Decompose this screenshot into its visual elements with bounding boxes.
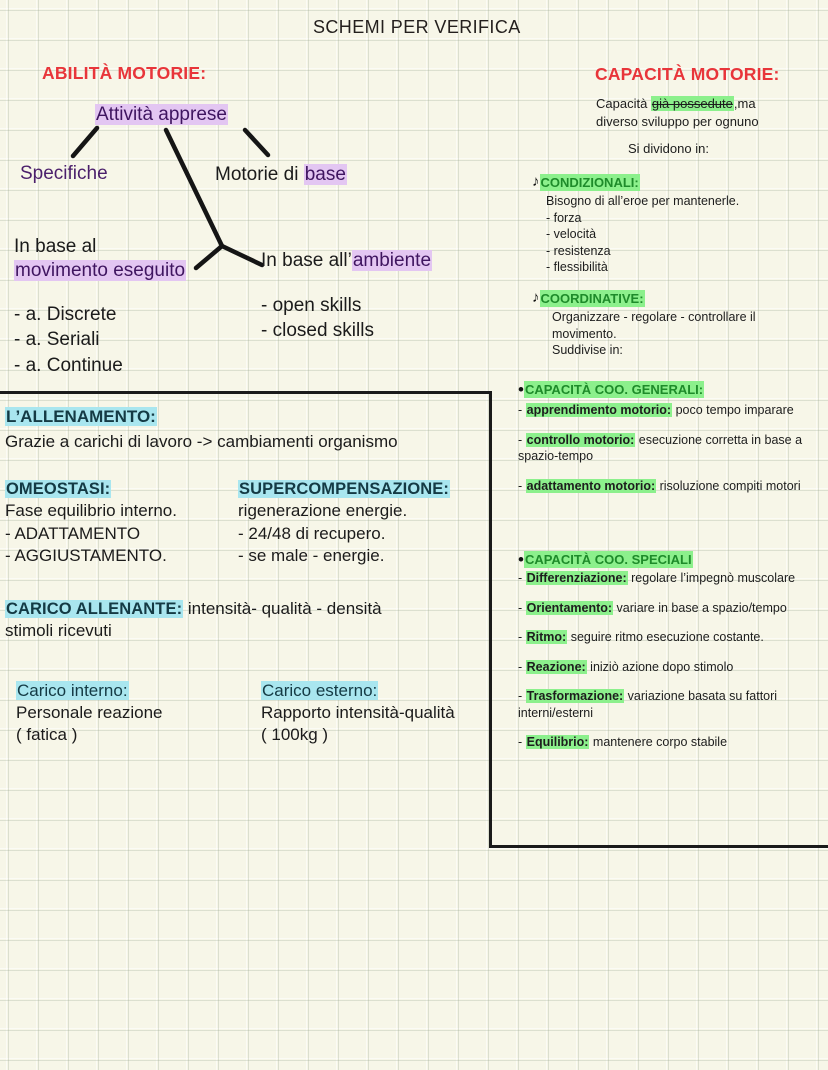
capacita-box-bottom-border: [489, 845, 828, 848]
list-item: - AGGIUSTAMENTO.: [5, 545, 167, 565]
list-item: - open skills: [261, 295, 362, 316]
mindmap-root-node: Attività apprese: [95, 104, 228, 125]
list-item: - velocità: [546, 227, 597, 242]
list-item: Fase equilibrio interno.: [5, 501, 177, 521]
list-item: - se male - energie.: [238, 545, 385, 565]
list-item: - controllo motorio: esecuzione corretta…: [518, 432, 803, 464]
list-item: ( fatica ): [16, 725, 78, 745]
list-item: Personale reazione: [16, 703, 163, 723]
music-note-icon: ♪: [532, 289, 540, 306]
list-item: - Equilibrio: mantenere corpo stabile: [518, 735, 728, 750]
list-item: - a. Discrete: [14, 304, 117, 325]
node-in-base-ambiente: In base all’ambiente: [261, 250, 433, 271]
list-item: - Ritmo: seguire ritmo esecuzione costan…: [518, 630, 764, 645]
block-coordinative: ♪ COORDINATIVE: Organizzare - regolare -…: [532, 289, 756, 358]
block-carico-interno: Carico interno: Personale reazione ( fat…: [16, 680, 162, 746]
section-heading-capacita-motorie: CAPACITÀ MOTORIE:: [595, 64, 780, 84]
list-item: - resistenza: [546, 243, 611, 258]
block-carico-esterno: Carico esterno: Rapporto intensità-quali…: [261, 680, 455, 746]
list-item: - forza: [546, 210, 582, 225]
list-item: - Differenziazione: regolare l’impegnò m…: [518, 571, 796, 586]
si-dividono-in-label: Si dividono in:: [628, 141, 709, 156]
list-item: - flessibilità: [546, 260, 608, 275]
page-title: SCHEMI PER VERIFICA: [313, 17, 521, 37]
section-heading-abilita-motorie: ABILITÀ MOTORIE:: [42, 63, 207, 83]
training-box-top-border: [0, 391, 492, 394]
list-item: - Trasformazione: variazione basata su f…: [518, 689, 778, 720]
list-item: - Orientamento: variare in base a spazio…: [518, 600, 787, 615]
list-item: - ADATTAMENTO: [5, 523, 141, 543]
list-item: ( 100kg ): [261, 725, 329, 745]
node-in-base-al-movimento: In base al movimento eseguito: [14, 236, 187, 282]
block-carico-allenante: CARICO ALLENANTE: intensità- qualità - d…: [5, 599, 382, 641]
list-item: - apprendimento motorio: poco tempo impa…: [518, 403, 794, 418]
music-note-icon: ♪: [532, 173, 540, 190]
mindmap-node-motorie-di-base: Motorie di base: [215, 164, 347, 185]
list-item: - adattamento motorio: risoluzione compi…: [518, 478, 801, 493]
block-allenamento: L’ALLENAMENTO: Grazie a carichi di lavor…: [5, 407, 398, 452]
block-supercompensazione: SUPERCOMPENSAZIONE: rigenerazione energi…: [238, 478, 451, 567]
mindmap-node-specifiche: Specifiche: [20, 163, 108, 184]
block-capacita-generali: • CAPACITÀ COO. GENERALI: - apprendiment…: [518, 381, 818, 494]
list-item: - 24/48 di recupero.: [238, 523, 386, 543]
bullet-icon: •: [518, 550, 524, 569]
list-ambiente-items: - open skills - closed skills: [261, 293, 374, 344]
capacita-intro: Capacità già possedute,ma diverso svilup…: [596, 96, 759, 129]
list-item: Rapporto intensità-qualità: [261, 703, 455, 723]
list-item: rigenerazione energie.: [238, 501, 408, 521]
training-box-right-border: [489, 391, 492, 848]
list-movimento-items: - a. Discrete - a. Seriali - a. Continue: [14, 302, 123, 378]
allenamento-heading: L’ALLENAMENTO:: [5, 407, 157, 426]
block-capacita-speciali: • CAPACITÀ COO. SPECIALI - Differenziazi…: [518, 551, 818, 751]
block-condizionali: ♪ CONDIZIONALI: Bisogno di all’eroe per …: [532, 173, 740, 275]
bullet-icon: •: [518, 380, 524, 399]
list-item: - closed skills: [261, 320, 374, 342]
list-item: - a. Seriali: [14, 329, 100, 351]
block-omeostasi: OMEOSTASI: Fase equilibrio interno. - AD…: [5, 478, 177, 567]
list-item: - Reazione: iniziò azione dopo stimolo: [518, 659, 734, 674]
list-item: - a. Continue: [14, 354, 123, 376]
